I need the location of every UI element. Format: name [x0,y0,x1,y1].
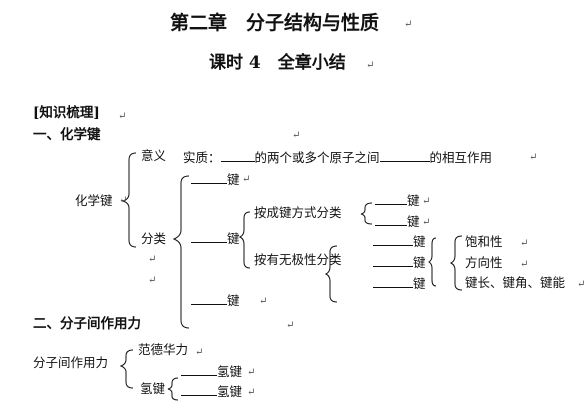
para-mark: ↵ [422,196,431,207]
lesson-subtitle: 课时 4 全章小结 [209,53,346,73]
polarity-bond-2: 键 [373,255,426,270]
meaning-label: 意义 [141,148,167,163]
para-mark: ↵ [259,296,268,307]
para-mark: ↵ [404,19,413,30]
para-mark: ↵ [119,195,128,206]
para-mark: ↵ [195,347,204,358]
hbond-item-1: 氢键 [181,364,242,379]
blank-field [181,384,217,396]
property-saturation: 饱和性 [465,234,503,249]
hbond-text: 氢键 [217,384,243,399]
essence-line: 实质： 的两个或多个原子之间 的相互作用 [183,150,492,165]
blank-field [191,231,227,243]
essence-suffix: 的相互作用 [429,150,493,165]
blank-field [375,214,407,226]
classify-label: 分类 [141,231,167,246]
para-mark: ↵ [422,217,431,228]
by-formation-label: 按成键方式分类 [254,205,342,220]
para-mark: ↵ [247,387,256,398]
by-polarity-label: 按有无极性分类 [254,252,342,267]
para-mark: ↵ [577,279,586,290]
hbond-text: 氢键 [217,364,243,379]
blank-field [379,150,430,162]
essence-mid: 的两个或多个原子之间 [254,150,380,165]
para-mark: ↵ [520,259,529,270]
bond-text: 键 [413,255,426,270]
para-mark: ↵ [247,367,256,378]
tree-root-intermolecular: 分子间作用力 [33,355,109,370]
para-mark: ↵ [529,152,538,163]
section-heading-chemical-bond: 一、化学键 [33,127,101,143]
polarity-bond-3: 键 [373,276,426,291]
bond-text: 键 [227,293,240,308]
essence-prefix: 实质： [183,150,221,165]
section-heading-intermolecular: 二、分子间作用力 [33,316,141,332]
blank-field [373,234,413,246]
bond-text: 键 [413,234,426,249]
bond-item-1: 键 [191,172,240,187]
blank-field [375,193,407,205]
bond-text: 键 [407,214,420,229]
para-mark: ↵ [148,254,157,265]
vdw-force-label: 范德华力 [138,342,189,357]
para-mark: ↵ [366,60,375,71]
blank-field [181,364,217,376]
para-mark: ↵ [286,320,295,331]
para-mark: ↵ [292,130,301,141]
hydrogen-bond-label: 氢键 [140,381,166,396]
formation-bond-2: 键 [375,214,420,229]
polarity-bond-1: 键 [373,234,426,249]
para-mark: ↵ [242,174,251,185]
formation-bond-1: 键 [375,193,420,208]
bond-item-3: 键 [191,293,240,308]
blank-field [373,255,413,267]
hbond-item-2: 氢键 [181,384,242,399]
blank-field [220,150,255,162]
para-mark: ↵ [148,275,157,286]
property-parameters: 键长、键角、键能 [465,275,566,290]
section-label: [知识梳理] [33,105,100,121]
para-mark: ↵ [118,111,127,122]
bond-text: 键 [227,231,240,246]
chapter-title: 第二章 分子结构与性质 [170,12,380,34]
bond-item-2: 键 [191,231,240,246]
blank-field [191,172,227,184]
blank-field [373,276,413,288]
property-direction: 方向性 [465,255,503,270]
para-mark: ↵ [520,238,529,249]
blank-field [191,293,227,305]
bond-text: 键 [227,172,240,187]
bond-text: 键 [407,193,420,208]
bond-text: 键 [413,276,426,291]
tree-root-chemical-bond: 化学键 [75,193,113,208]
